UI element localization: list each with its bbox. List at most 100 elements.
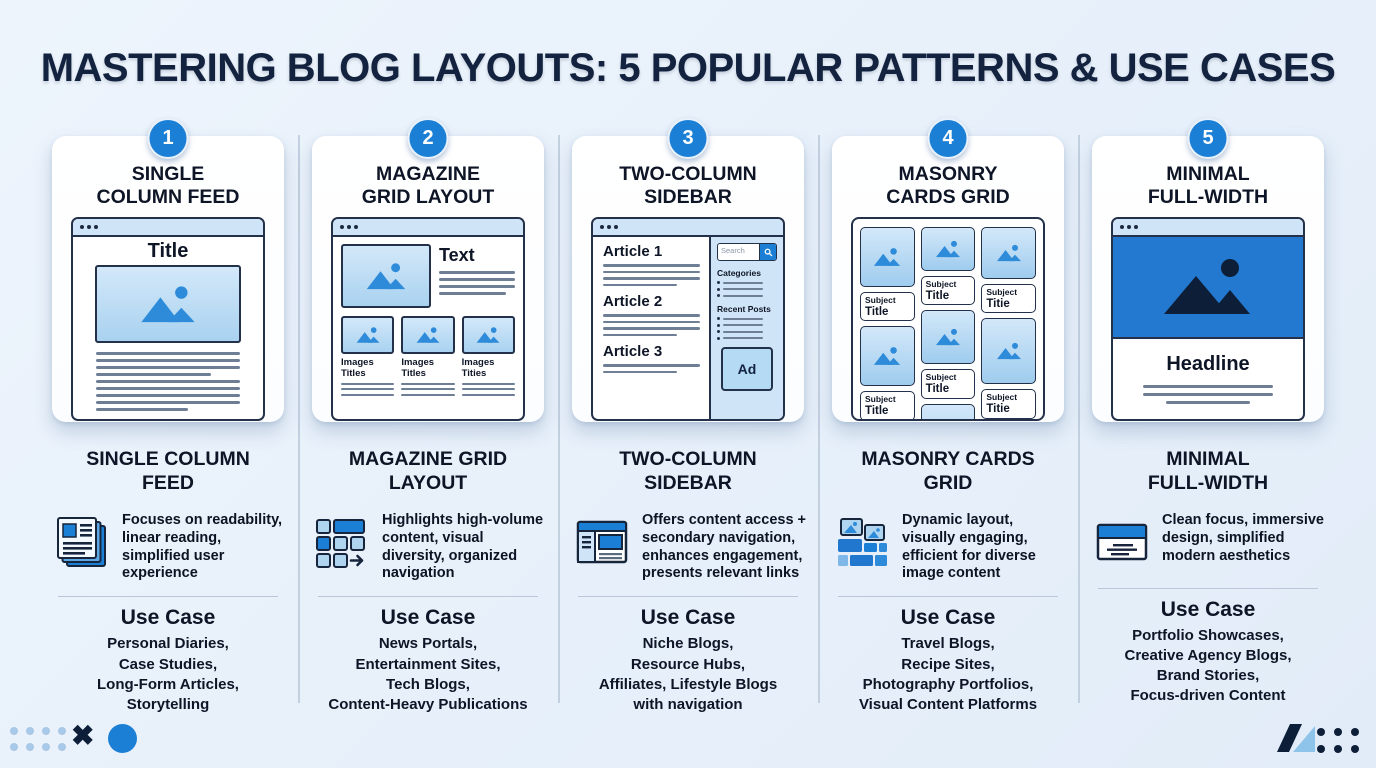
use-case-list: Niche Blogs, Resource Hubs, Affiliates, … — [598, 635, 778, 713]
image-placeholder — [461, 316, 515, 354]
feature-description: Offers content access + secondary naviga… — [642, 511, 807, 582]
window-dot-icon — [1127, 225, 1131, 229]
article-column: Article 1 Article 2 Article 3 — [593, 237, 709, 419]
article-block: Article 3 — [603, 343, 700, 373]
window-dot-icon — [1120, 225, 1124, 229]
image-mountain-icon — [141, 286, 195, 323]
column-divider — [1078, 135, 1080, 703]
dots-pattern-left — [10, 727, 66, 751]
window-dot-icon — [614, 225, 618, 229]
bullet-item — [717, 330, 777, 333]
page-title: MASTERING BLOG LAYOUTS: 5 POPULAR PATTER… — [40, 46, 1336, 90]
use-case-heading: Use Case — [640, 606, 736, 630]
image-placeholder — [920, 403, 976, 419]
use-case-heading: Use Case — [380, 606, 476, 630]
pattern-card-title: MAGAZINE GRID LAYOUT — [361, 163, 495, 208]
stacked-pages-icon — [54, 512, 112, 575]
step-badge: 5 — [1187, 118, 1229, 159]
bullet-item — [717, 336, 777, 340]
minimal-card-icon — [1094, 512, 1152, 575]
feature-row: Dynamic layout, visually engaging, effic… — [834, 512, 1068, 584]
pattern-card-title: MASONRY CARDS GRID — [886, 163, 1010, 208]
image-mountain-icon — [366, 263, 406, 290]
text-lines-placeholder — [1113, 385, 1303, 404]
search-input-mock: Search — [721, 246, 745, 255]
image-placeholder — [95, 265, 241, 343]
text-lines-placeholder — [439, 271, 515, 295]
image-placeholder — [981, 318, 1037, 385]
section-divider — [838, 596, 1058, 598]
image-placeholder — [920, 227, 976, 271]
masonry-blocks-icon — [834, 512, 892, 575]
image-mountain-icon — [476, 327, 500, 343]
step-badge: 1 — [147, 118, 189, 159]
use-case-list: News Portals, Entertainment Sites, Tech … — [328, 635, 528, 713]
feature-description: Dynamic layout, visually engaging, effic… — [902, 511, 1036, 582]
window-titlebar — [73, 219, 263, 237]
article-title: Article 1 — [603, 243, 663, 260]
section-divider — [58, 596, 278, 598]
section-divider — [578, 596, 798, 598]
image-placeholder — [401, 316, 455, 354]
mock-text-heading: Text — [439, 245, 475, 265]
pattern-card: SINGLE COLUMN FEED Title — [52, 136, 284, 422]
pattern-card: MAGAZINE GRID LAYOUT Text — [312, 136, 544, 422]
bullet-item — [717, 317, 777, 320]
feature-description: Highlights high-volume content, visual d… — [382, 511, 544, 582]
step-badge: 3 — [667, 118, 709, 159]
dots-pattern-right — [1317, 728, 1359, 753]
column-divider — [298, 135, 300, 703]
section-divider — [1098, 587, 1318, 589]
step-badge: 2 — [407, 118, 449, 159]
article-block: Article 1 — [603, 243, 700, 286]
image-mountain-icon — [996, 343, 1021, 360]
grid-arrow-icon — [314, 512, 372, 575]
image-mountain-icon — [356, 327, 380, 343]
window-titlebar — [1113, 219, 1303, 237]
section-divider — [318, 596, 538, 598]
feature-description: Focuses on readability, linear reading, … — [122, 511, 283, 582]
text-lines-placeholder — [341, 382, 395, 396]
use-case-heading: Use Case — [900, 606, 996, 630]
pattern-card-title: SINGLE COLUMN FEED — [96, 163, 240, 208]
bullet-item — [717, 287, 777, 291]
bullet-item — [717, 323, 777, 327]
feature-row: Offers content access + secondary naviga… — [574, 512, 808, 584]
window-dot-icon — [1134, 225, 1138, 229]
pattern-card-title: MINIMAL FULL-WIDTH — [1147, 163, 1269, 208]
article-title: Article 2 — [603, 293, 663, 310]
window-dot-icon — [340, 225, 344, 229]
window-dot-icon — [347, 225, 351, 229]
image-placeholder — [860, 326, 915, 387]
window-dot-icon — [94, 225, 98, 229]
layout-column-two-column-sidebar: 3 TWO-COLUMN SIDEBAR Article 1 — [558, 118, 818, 715]
pattern-card: TWO-COLUMN SIDEBAR Article 1 Article 2 — [572, 136, 804, 422]
categories-label: Categories — [717, 268, 761, 278]
bullet-item — [717, 294, 777, 297]
search-button-mock — [759, 244, 776, 260]
image-mountain-icon — [996, 244, 1021, 262]
section-title: MAGAZINE GRID LAYOUT — [348, 448, 508, 494]
window-dot-icon — [87, 225, 91, 229]
window-dot-icon — [600, 225, 604, 229]
browser-mockup-minimal: Headline — [1111, 217, 1305, 421]
slash-decoration-icon — [1277, 724, 1315, 752]
feature-description: Clean focus, immersive design, simplifie… — [1162, 511, 1324, 564]
